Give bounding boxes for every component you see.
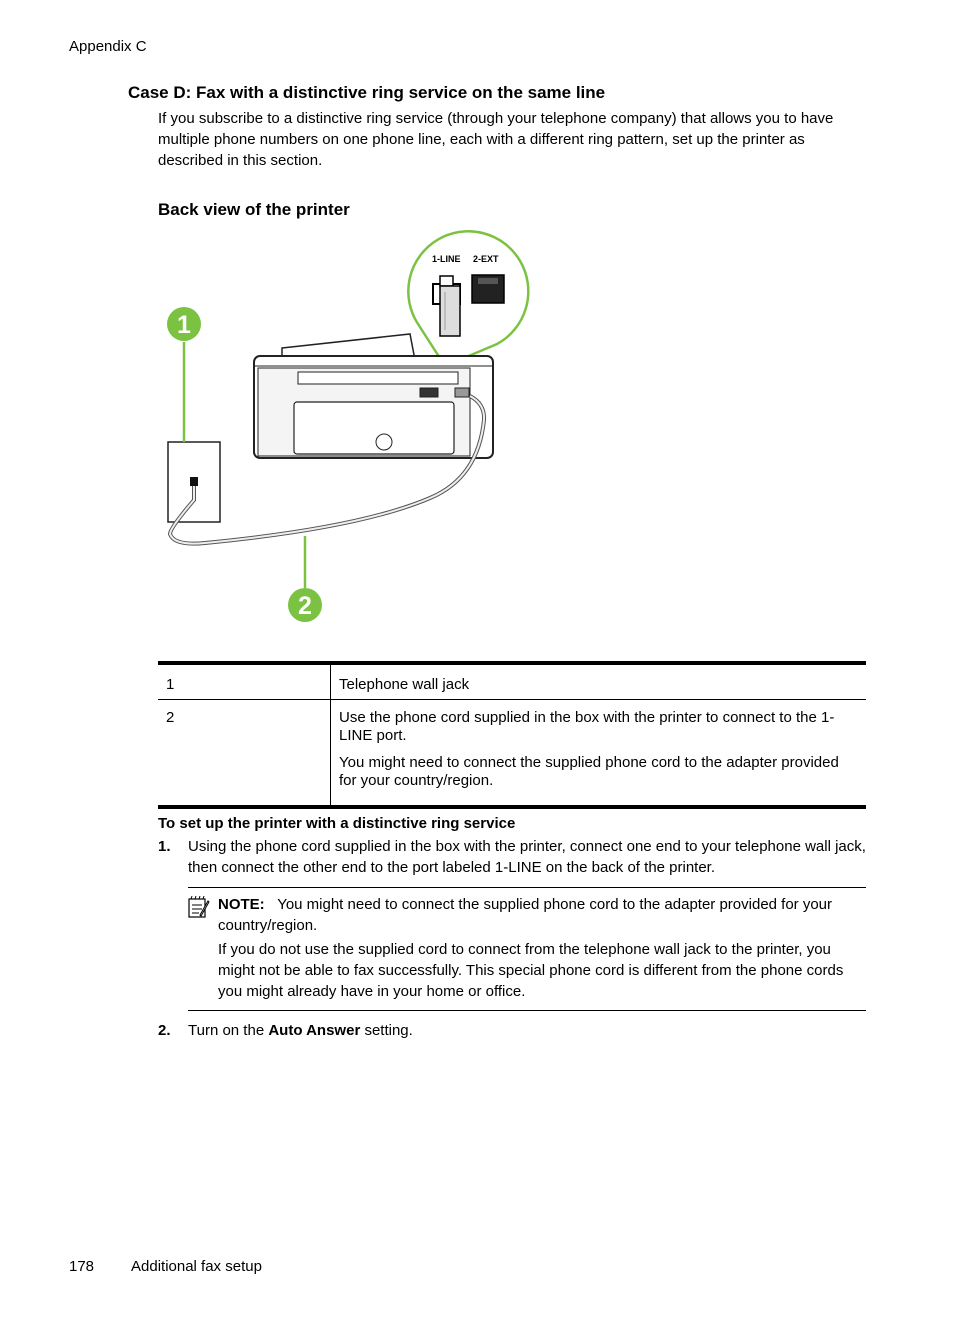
- note-box: NOTE: You might need to connect the supp…: [218, 894, 868, 1002]
- step-number: 2.: [158, 1022, 171, 1039]
- svg-text:2: 2: [298, 592, 312, 620]
- procedure-title: To set up the printer with a distinctive…: [158, 815, 516, 832]
- port-line-label: 1-LINE: [432, 254, 461, 264]
- row-description: Telephone wall jack: [330, 663, 866, 700]
- figure-title: Back view of the printer: [158, 200, 350, 219]
- callout-2-badge: 2: [288, 588, 322, 622]
- ext-port-icon: [471, 274, 505, 304]
- wall-jack-icon: [167, 441, 221, 523]
- table-row: 2 Use the phone cord supplied in the box…: [158, 699, 866, 807]
- port-ext-label: 2-EXT: [473, 254, 499, 264]
- intro-paragraph: If you subscribe to a distinctive ring s…: [158, 110, 834, 169]
- running-header: Appendix C: [69, 38, 147, 55]
- legend-table: 1 Telephone wall jack 2 Use the phone co…: [158, 661, 866, 809]
- step-number: 1.: [158, 838, 171, 855]
- auto-answer-setting: Auto Answer: [268, 1022, 361, 1039]
- row-number: 1: [158, 663, 331, 700]
- line-port-icon: [432, 275, 461, 337]
- printer-icon: [253, 333, 494, 459]
- printer-back-view-figure: 1-LINE 2-EXT: [150, 222, 550, 637]
- step-text: Using the phone cord supplied in the box…: [188, 838, 866, 876]
- note-label: NOTE:: [218, 896, 265, 913]
- row-description: Use the phone cord supplied in the box w…: [339, 709, 839, 789]
- step-text: Turn on the Auto Answer setting.: [188, 1022, 413, 1039]
- note-text-1: You might need to connect the supplied p…: [218, 896, 833, 934]
- table-row: 1 Telephone wall jack: [158, 663, 866, 700]
- footer-title: Additional fax setup: [131, 1258, 262, 1275]
- port-magnifier-bubble: [407, 230, 530, 368]
- section-title: Case D: Fax with a distinctive ring serv…: [128, 83, 606, 102]
- note-text-2: If you do not use the supplied cord to c…: [218, 941, 844, 1000]
- note-divider-top: [188, 887, 866, 888]
- row-number: 2: [158, 699, 331, 807]
- note-icon: [188, 895, 210, 924]
- callout-1-badge: 1: [167, 307, 201, 341]
- page-number: 178: [69, 1258, 95, 1275]
- svg-text:1: 1: [177, 311, 191, 339]
- note-divider-bottom: [188, 1010, 866, 1011]
